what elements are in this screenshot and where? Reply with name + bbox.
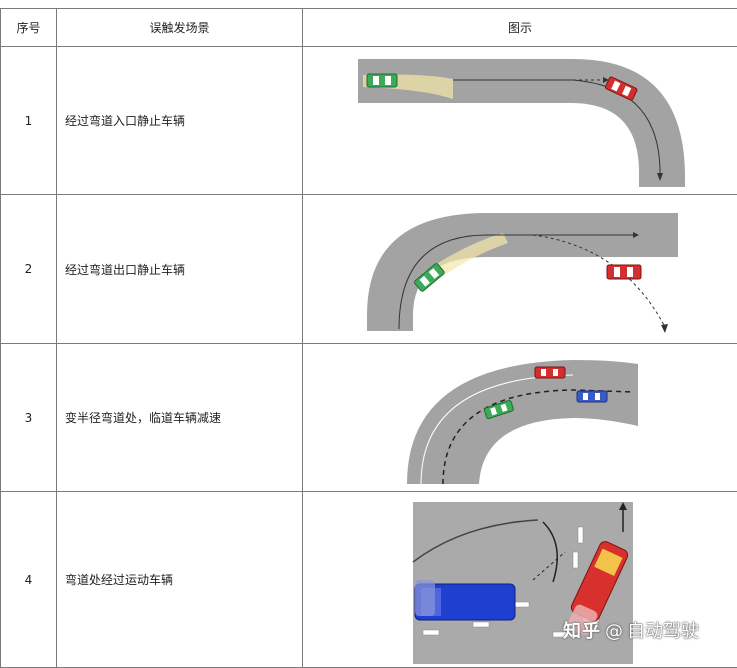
row-scenario: 变半径弯道处，临道车辆减速: [57, 344, 303, 492]
table-row: 2 经过弯道出口静止车辆: [1, 195, 737, 344]
variable-radius-diagram: [303, 344, 737, 491]
author-name: 自动驾驶: [627, 621, 699, 642]
row-index: 2: [1, 195, 57, 344]
curve-exit-diagram: [303, 195, 737, 343]
row-index: 3: [1, 344, 57, 492]
scenario-table: 序号 误触发场景 图示 1 经过弯道入口静止车辆: [0, 8, 737, 668]
row-scenario: 经过弯道出口静止车辆: [57, 195, 303, 344]
figure-cell: [303, 47, 737, 195]
row-scenario: 弯道处经过运动车辆: [57, 492, 303, 668]
adjacent-car: [577, 391, 607, 402]
figure-cell: [303, 195, 737, 344]
table-header-row: 序号 误触发场景 图示: [1, 9, 737, 47]
bus: [415, 580, 515, 620]
watermark: 知乎@自动驾驶: [563, 617, 699, 643]
figure-cell: [303, 344, 737, 492]
header-scenario: 误触发场景: [57, 9, 303, 47]
table-row: 3 变半径弯道处，临道车辆减速: [1, 344, 737, 492]
row-scenario: 经过弯道入口静止车辆: [57, 47, 303, 195]
ego-car: [367, 74, 397, 87]
lead-car: [535, 367, 565, 378]
header-index: 序号: [1, 9, 57, 47]
header-figure: 图示: [303, 9, 737, 47]
at-symbol: @: [605, 621, 623, 642]
zhihu-logo: 知乎: [563, 621, 601, 642]
table-row: 1 经过弯道入口静止车辆: [1, 47, 737, 195]
stopped-car: [607, 265, 641, 279]
row-index: 4: [1, 492, 57, 668]
curve-entry-diagram: [303, 47, 737, 194]
row-index: 1: [1, 47, 57, 195]
